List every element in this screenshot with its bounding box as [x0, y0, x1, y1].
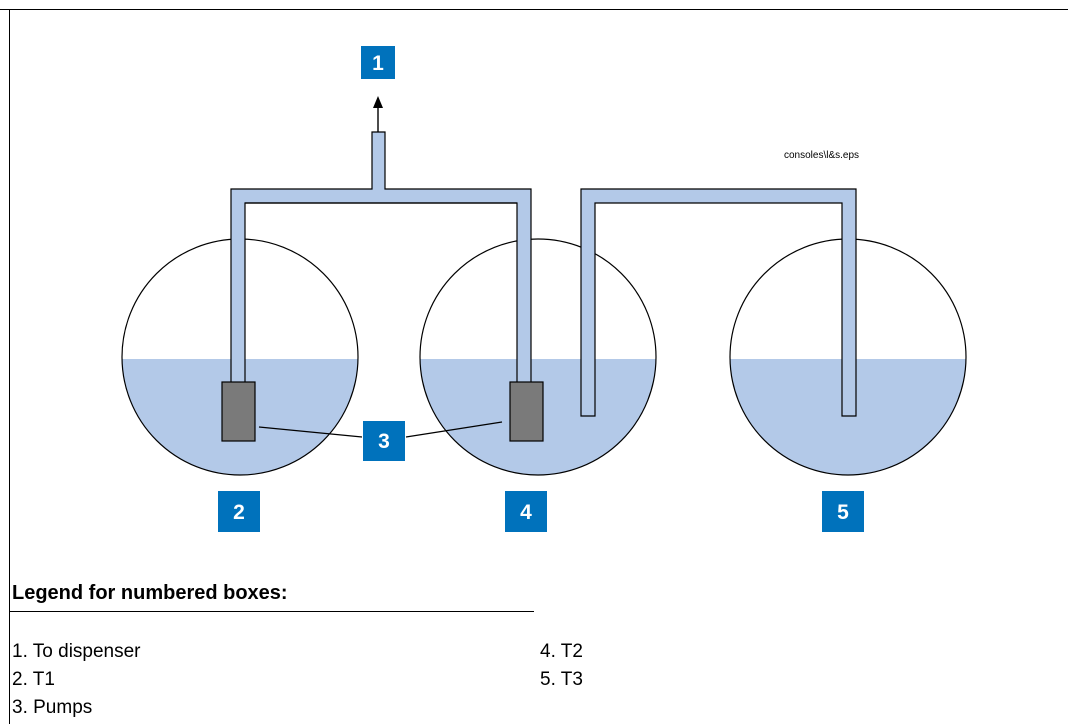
legend-item-t1: 2. T1 [12, 669, 55, 690]
svg-text:4: 4 [520, 501, 532, 524]
callout-4: 4 [505, 491, 547, 532]
callout-1: 1 [361, 46, 395, 79]
tank-t2-outline [419, 238, 657, 476]
leader-line-pump-t1 [258, 426, 363, 438]
svg-text:2: 2 [233, 501, 245, 524]
callout-5: 5 [822, 491, 864, 532]
leader-line-pump-t2 [405, 421, 503, 438]
legend-item-t3: 5. T3 [540, 669, 583, 690]
pump-t1 [221, 381, 256, 442]
file-label: consoles\l&s.eps [784, 150, 859, 161]
callout-2: 2 [218, 491, 260, 532]
legend-item-to-dispenser: 1. To dispenser [12, 641, 141, 662]
svg-text:5: 5 [837, 501, 849, 524]
siphon-pipe [580, 188, 857, 417]
dispenser-pipe [230, 131, 532, 385]
legend-divider [9, 611, 534, 612]
pump-t2 [509, 381, 544, 442]
tank-t2 [419, 238, 657, 476]
legend-item-pumps: 3. Pumps [12, 697, 93, 718]
svg-text:3: 3 [378, 430, 390, 453]
frame-top-border [0, 9, 1068, 10]
legend-title: Legend for numbered boxes: [12, 582, 288, 604]
frame-left-border [9, 9, 10, 724]
legend-item-t2: 4. T2 [540, 641, 583, 662]
callout-3: 3 [363, 421, 405, 461]
svg-text:1: 1 [372, 52, 384, 75]
flow-arrow-up [373, 96, 383, 132]
